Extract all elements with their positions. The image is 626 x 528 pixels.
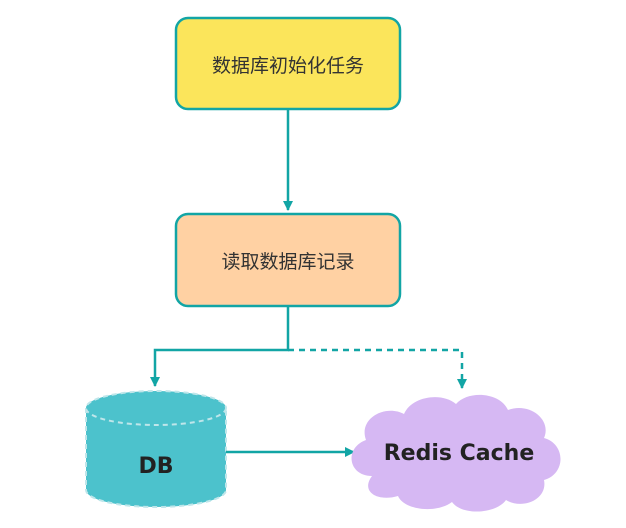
arrow-read-to-redis-dashed [288, 348, 467, 389]
init-task-label: 数据库初始化任务 [212, 55, 364, 77]
init-task-node: 数据库初始化任务 [174, 16, 402, 111]
redis-cache-node: Redis Cache [351, 394, 561, 512]
db-cylinder-top [85, 390, 227, 426]
db-cylinder-body [85, 408, 227, 508]
db-label: DB [138, 454, 173, 479]
read-records-label: 读取数据库记录 [221, 251, 354, 273]
redis-cloud-shape [351, 394, 561, 512]
arrow-read-to-db [150, 306, 290, 387]
redis-label: Redis Cache [384, 441, 535, 466]
db-node: DB [85, 390, 227, 508]
read-records-node: 读取数据库记录 [174, 212, 402, 308]
